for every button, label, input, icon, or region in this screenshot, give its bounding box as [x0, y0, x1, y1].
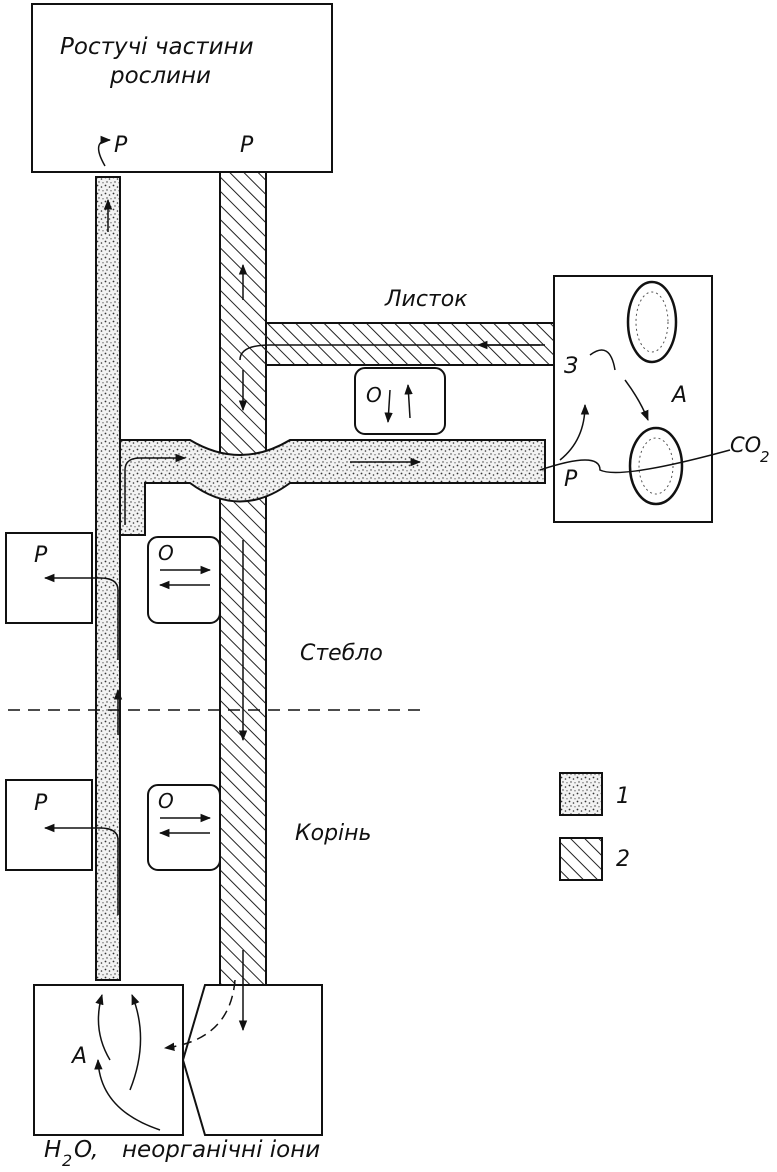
water-ions-label: H 2 O, неорганічні іони: [44, 1137, 320, 1170]
legend-number-1: 1: [616, 784, 630, 809]
a-root-label: A: [70, 1044, 87, 1069]
root-sink-box: [5, 779, 93, 871]
growing-parts-box: [31, 3, 333, 173]
z-leaf-label: З: [564, 354, 578, 379]
phloem-leaf-branch: [265, 322, 555, 366]
p-stem-box-label: P: [34, 543, 48, 568]
stem-label: Стебло: [300, 641, 383, 666]
chloroplast-upper: [626, 280, 678, 364]
leaf-label: Листок: [384, 287, 468, 312]
chloroplast-lower: [628, 426, 684, 506]
legend: 1 2: [559, 772, 630, 881]
o-root-label: О: [158, 789, 174, 813]
p-leaf-label: P: [564, 467, 578, 492]
root-exchange-box: [147, 784, 221, 871]
water-h: H: [44, 1137, 61, 1163]
growing-parts-label-line1: Ростучі частини: [60, 34, 254, 60]
o-stem-label: О: [158, 541, 174, 565]
legend-swatch-stipple: [559, 772, 603, 816]
leaf-exchange-box: [354, 367, 446, 435]
water-sub: 2: [62, 1151, 72, 1170]
growing-parts-label-line2: рослини: [109, 63, 211, 89]
p-top-right-label: P: [240, 133, 254, 158]
root-cell-left: [33, 984, 184, 1136]
legend-swatch-hatch: [559, 837, 603, 881]
stem-exchange-box: [147, 536, 221, 624]
root-label: Корінь: [295, 821, 372, 846]
legend-number-2: 2: [616, 847, 630, 872]
p-root-box-label: P: [34, 791, 48, 816]
xylem-leaf-branch: [119, 439, 546, 536]
co2-label: CO 2: [730, 433, 770, 466]
co2-main: CO: [730, 433, 761, 457]
co2-sub: 2: [760, 448, 770, 466]
ions-label: неорганічні іони: [122, 1137, 320, 1163]
water-o: O,: [74, 1137, 98, 1163]
root-cell-right: [181, 984, 323, 1136]
o-leaf-label: О: [366, 383, 382, 407]
a-leaf-label: A: [670, 383, 687, 408]
p-top-left-label: P: [114, 133, 128, 158]
